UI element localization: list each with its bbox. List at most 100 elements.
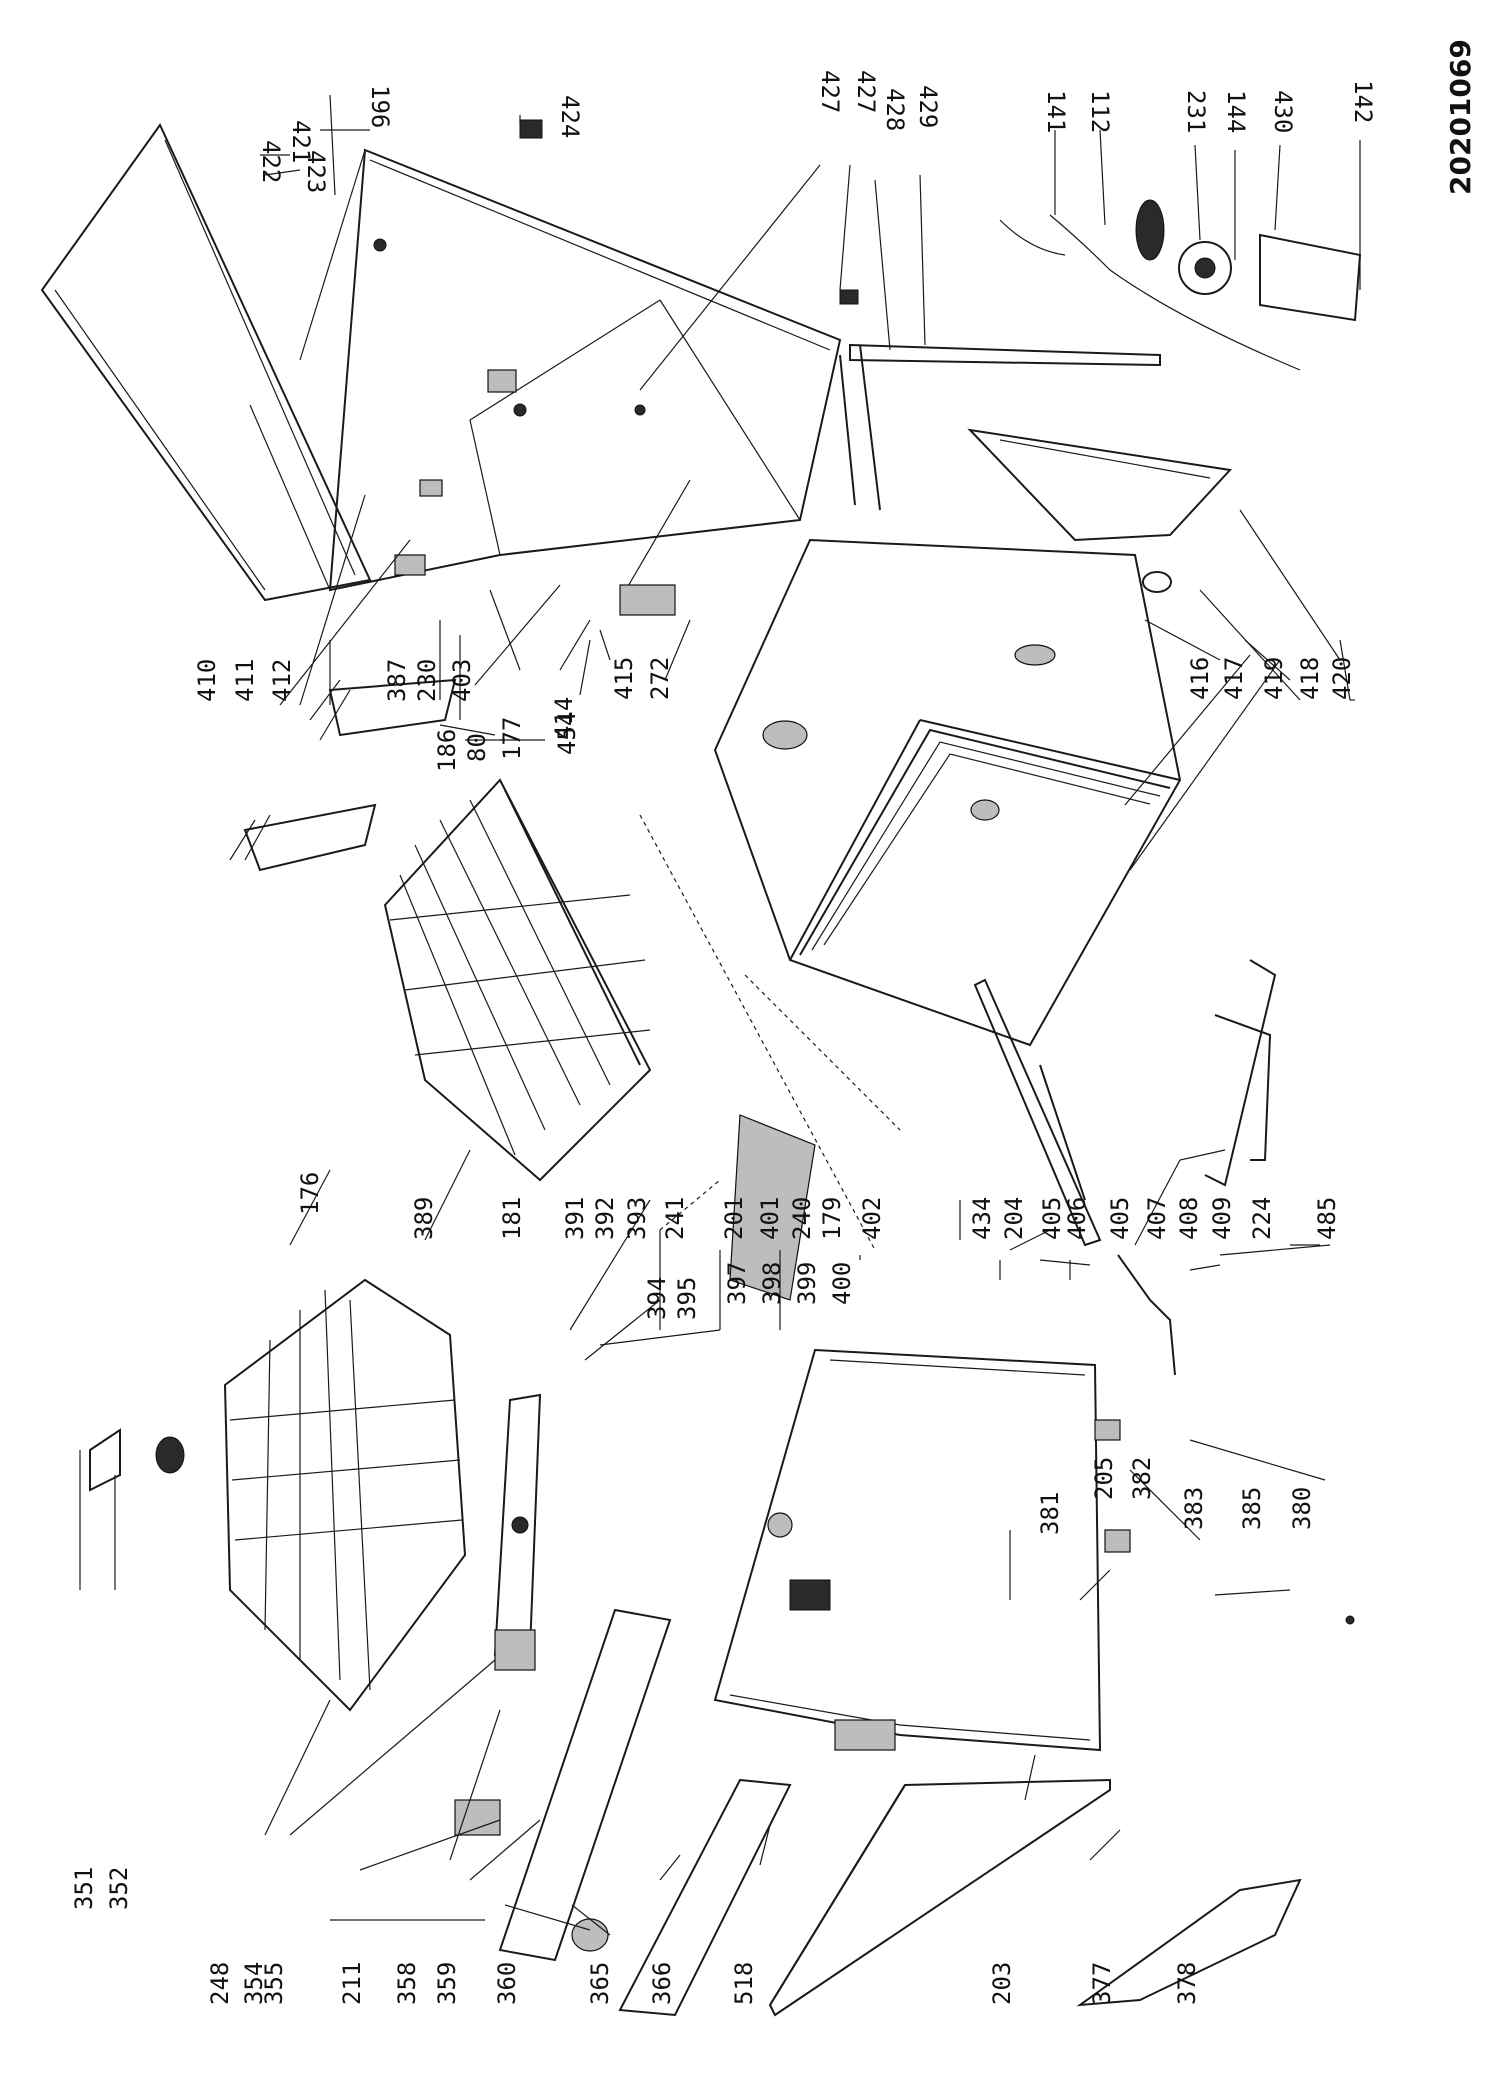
- base-plate: [967, 428, 1233, 542]
- label-231: 231: [1182, 90, 1210, 133]
- wash-tub: [713, 538, 1182, 1047]
- label-359: 359: [433, 1962, 461, 2005]
- document-number: 20201069: [1444, 39, 1477, 195]
- label-430: 430: [1269, 90, 1297, 133]
- label-144: 144: [1222, 90, 1250, 133]
- label-141: 141: [1042, 90, 1070, 133]
- label-393: 393: [623, 1197, 651, 1240]
- label-380: 380: [1288, 1487, 1316, 1530]
- label-427-a: 427: [816, 70, 844, 113]
- door-seal-strips: [973, 978, 1102, 1247]
- cutlery-basket: [729, 1114, 816, 1301]
- label-211: 211: [338, 1962, 366, 2005]
- label-354: 354: [240, 1962, 268, 2005]
- outer-door-panel: [768, 1778, 1111, 2017]
- label-385: 385: [1238, 1487, 1266, 1530]
- label-351: 351: [70, 1867, 98, 1910]
- label-411: 411: [231, 659, 259, 702]
- label-419: 419: [1260, 657, 1288, 700]
- label-414: 414: [550, 697, 578, 740]
- side-rails: [839, 343, 1161, 511]
- label-186: 186: [433, 729, 461, 772]
- label-518: 518: [730, 1962, 758, 2005]
- label-407: 407: [1143, 1197, 1171, 1240]
- label-177: 177: [498, 717, 526, 760]
- label-401: 401: [756, 1197, 784, 1240]
- label-418: 418: [1296, 657, 1324, 700]
- label-80: 80: [463, 733, 491, 762]
- label-181: 181: [498, 1197, 526, 1240]
- label-412: 412: [268, 659, 296, 702]
- label-405-b: 405: [1106, 1197, 1134, 1240]
- label-420: 420: [1328, 657, 1356, 700]
- label-427-b: 427: [852, 70, 880, 113]
- label-377: 377: [1088, 1962, 1116, 2005]
- label-398: 398: [758, 1262, 786, 1305]
- label-399: 399: [793, 1262, 821, 1305]
- label-415: 415: [610, 657, 638, 700]
- label-365: 365: [586, 1962, 614, 2005]
- filter-assembly: [89, 1428, 185, 1492]
- spray-arm: [493, 1393, 542, 1657]
- label-395: 395: [673, 1277, 701, 1320]
- label-434: 434: [968, 1197, 996, 1240]
- latch-parts: [1094, 1419, 1355, 1625]
- label-394: 394: [643, 1277, 671, 1320]
- label-387: 387: [383, 659, 411, 702]
- motor-assembly: [999, 199, 1362, 371]
- label-389: 389: [410, 1197, 438, 1240]
- cup-racks: [229, 678, 457, 872]
- label-392: 392: [591, 1197, 619, 1240]
- label-230: 230: [413, 659, 441, 702]
- label-408: 408: [1175, 1197, 1203, 1240]
- lower-basket: [223, 1278, 467, 1712]
- label-248: 248: [206, 1962, 234, 2005]
- label-179: 179: [818, 1197, 846, 1240]
- label-240: 240: [788, 1197, 816, 1240]
- label-402: 402: [858, 1197, 886, 1240]
- label-201: 201: [720, 1197, 748, 1240]
- label-358: 358: [393, 1962, 421, 2005]
- label-142: 142: [1349, 80, 1377, 123]
- softener-ring: [1142, 571, 1172, 593]
- kickplate: [1076, 1878, 1302, 2007]
- door-inner-panel: [713, 1348, 1102, 1752]
- label-355: 355: [260, 1962, 288, 2005]
- label-203: 203: [988, 1962, 1016, 2005]
- worktop-panel: [40, 123, 372, 602]
- label-360: 360: [493, 1962, 521, 2005]
- upper-basket: [383, 778, 652, 1182]
- label-204: 204: [1000, 1197, 1028, 1240]
- label-366: 366: [648, 1962, 676, 2005]
- label-176: 176: [296, 1172, 324, 1215]
- label-403: 403: [448, 659, 476, 702]
- label-424: 424: [556, 95, 584, 138]
- label-224: 224: [1248, 1197, 1276, 1240]
- label-406: 406: [1063, 1197, 1091, 1240]
- label-352: 352: [105, 1867, 133, 1910]
- label-205: 205: [1090, 1457, 1118, 1500]
- leader-lines: [79, 94, 1361, 1936]
- label-410: 410: [193, 659, 221, 702]
- label-429: 429: [914, 85, 942, 128]
- label-112: 112: [1086, 90, 1114, 133]
- label-409: 409: [1208, 1197, 1236, 1240]
- hinge-brackets: [394, 119, 859, 616]
- door-spring: [1117, 1254, 1176, 1376]
- label-454: 454: [553, 712, 581, 755]
- label-378: 378: [1173, 1962, 1201, 2005]
- label-381: 381: [1036, 1492, 1064, 1535]
- label-241: 241: [661, 1197, 689, 1240]
- part-number-labels: 351 352 248 354 355 211 358 359 360 365 …: [70, 39, 1477, 2005]
- label-421: 421: [287, 120, 315, 163]
- label-417: 417: [1220, 657, 1248, 700]
- cabinet-frame: [249, 148, 842, 601]
- label-391: 391: [561, 1197, 589, 1240]
- label-382: 382: [1128, 1457, 1156, 1500]
- label-485: 485: [1313, 1197, 1341, 1240]
- label-405-a: 405: [1038, 1197, 1066, 1240]
- label-383: 383: [1180, 1487, 1208, 1530]
- label-400: 400: [828, 1262, 856, 1305]
- label-422: 422: [257, 140, 285, 183]
